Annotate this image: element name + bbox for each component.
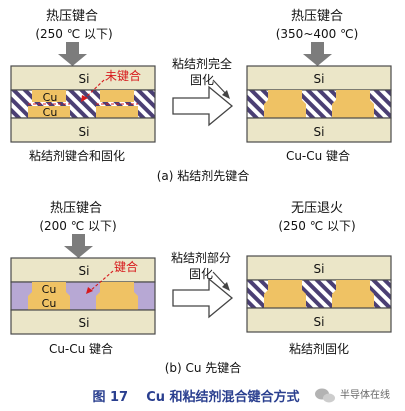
b-middle-label: 固化: [189, 267, 213, 281]
cu-pad: [96, 106, 138, 118]
si-top-wafer: [246, 255, 392, 281]
a-right-caption: Cu-Cu 键合: [286, 148, 350, 163]
a-right-stack: Si Si: [246, 65, 392, 143]
b-left-condition: (200 ℃ 以下): [39, 219, 116, 233]
a-middle-label: 粘结剂完全: [172, 56, 232, 71]
b-bonded-label: 键合: [114, 259, 138, 274]
b-right-stack: Si Si: [246, 255, 392, 333]
right-hollow-arrow-icon: [172, 277, 234, 319]
b-left-caption: Cu-Cu 键合: [49, 341, 113, 356]
a-middle-label: 固化: [190, 73, 214, 87]
figure-caption: 图 17 Cu 和粘结剂混合键合方式: [92, 389, 299, 405]
a-unbonded-label: 未键合: [105, 68, 141, 83]
cu-label: Cu: [42, 297, 57, 310]
si-bottom-wafer: [246, 117, 392, 143]
bonded-pointer: [89, 270, 114, 292]
cu-pad-bonded: [332, 90, 374, 118]
part-b: 热压键合 (200 ℃ 以下) Si Cu Cu Si 键合 Cu-Cu 键合 …: [10, 201, 392, 375]
middle-label-pointer-head: [222, 90, 230, 99]
middle-label-pointer-head: [222, 282, 230, 291]
si-bottom-wafer: [10, 309, 156, 335]
a-right-condition: (350~400 ℃): [276, 27, 359, 41]
cu-label: Cu: [42, 283, 57, 296]
si-label: Si: [79, 72, 90, 86]
down-arrow-icon: [303, 42, 332, 66]
unbonded-pointer: [83, 79, 105, 100]
cu-pad-bonded: [96, 282, 138, 310]
si-top-wafer: [246, 65, 392, 91]
a-sub-caption: (a) 粘结剂先键合: [157, 168, 250, 183]
b-right-caption: 粘结剂固化: [289, 341, 349, 356]
b-right-condition: (250 ℃ 以下): [278, 219, 355, 233]
down-arrow-icon: [58, 42, 87, 66]
a-left-title: 热压键合: [46, 9, 98, 24]
si-label: Si: [314, 315, 325, 329]
a-right-title: 热压键合: [291, 9, 343, 24]
part-a: 热压键合 (250 ℃ 以下) Si Cu Cu Si 未键合 粘: [10, 9, 392, 183]
a-left-stack: Si Cu Cu Si: [10, 65, 156, 143]
a-left-caption: 粘结剂键合和固化: [29, 148, 125, 163]
cu-pad-bonded: [264, 90, 306, 118]
cu-pad-bonded: [332, 280, 374, 308]
b-left-title: 热压键合: [50, 201, 102, 216]
cu-pad-bonded: [264, 280, 306, 308]
si-label: Si: [314, 72, 325, 86]
si-bottom-wafer: [10, 117, 156, 143]
cu-pad: [28, 106, 70, 118]
si-bottom-wafer: [246, 307, 392, 333]
si-label: Si: [79, 316, 90, 330]
unbonded-pointer-head: [81, 95, 88, 102]
cu-label: Cu: [43, 91, 58, 104]
b-middle-label: 粘结剂部分: [171, 250, 231, 265]
b-sub-caption: (b) Cu 先键合: [165, 360, 242, 375]
si-label: Si: [314, 125, 325, 139]
si-label: Si: [79, 264, 90, 278]
b-right-title: 无压退火: [291, 201, 343, 216]
watermark-text: 半导体在线: [340, 388, 390, 401]
cu-pad: [32, 90, 66, 102]
si-label: Si: [79, 125, 90, 139]
cu-label: Cu: [43, 106, 58, 119]
cu-pad: [100, 90, 134, 102]
bonded-pointer-head: [86, 287, 93, 294]
wechat-logo-icon: [315, 388, 335, 403]
b-left-stack: Si Cu Cu Si: [10, 257, 156, 335]
down-arrow-icon: [64, 234, 93, 258]
si-label: Si: [314, 262, 325, 276]
a-left-condition: (250 ℃ 以下): [35, 27, 112, 41]
right-hollow-arrow-icon: [172, 85, 234, 127]
cu-pad-bonded: [28, 282, 70, 310]
si-top-wafer: [10, 65, 156, 91]
